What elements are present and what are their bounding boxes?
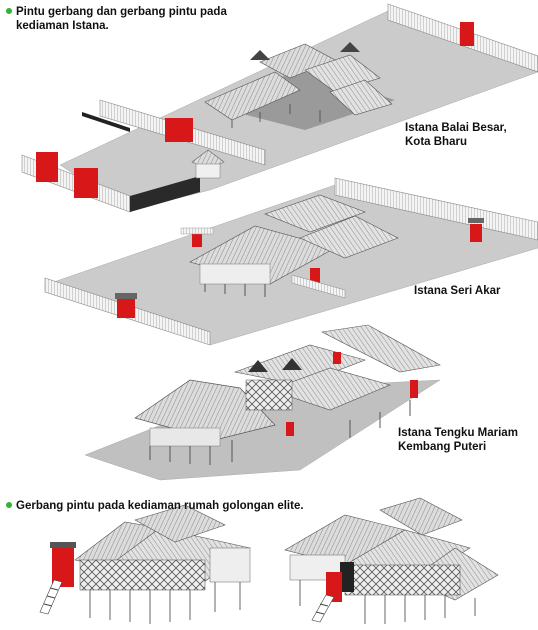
istana-balai-besar-drawing	[21, 3, 538, 213]
label-istana-seri-akar: Istana Seri Akar	[414, 284, 501, 298]
istana-seri-akar-drawing	[44, 177, 538, 346]
label-istana-tengku-mariam: Istana Tengku Mariam Kembang Puteri	[398, 426, 518, 454]
label-istana-balai-besar: Istana Balai Besar, Kota Bharu	[405, 121, 507, 149]
bottom-caption: Gerbang pintu pada kediaman rumah golong…	[6, 499, 304, 513]
green-bullet-icon	[6, 8, 12, 14]
top-caption-line1: Pintu gerbang dan gerbang pintu pada	[16, 6, 227, 18]
label-seri-akar: Istana Seri Akar	[414, 285, 501, 297]
elite-house-left-drawing	[39, 504, 251, 624]
gate-red-icon	[460, 22, 474, 46]
label-balai-besar-line1: Istana Balai Besar,	[405, 122, 507, 134]
istana-tengku-mariam-drawing	[84, 324, 441, 481]
bottom-caption-text: Gerbang pintu pada kediaman rumah golong…	[16, 500, 304, 512]
top-caption-line2: kediaman Istana.	[16, 20, 109, 32]
label-tengku-mariam-line1: Istana Tengku Mariam	[398, 427, 518, 439]
top-caption: Pintu gerbang dan gerbang pintu pada ked…	[6, 5, 227, 33]
elite-house-right-drawing	[284, 497, 499, 624]
label-balai-besar-line2: Kota Bharu	[405, 136, 467, 148]
label-tengku-mariam-line2: Kembang Puteri	[398, 441, 487, 453]
green-bullet-icon	[6, 502, 12, 508]
